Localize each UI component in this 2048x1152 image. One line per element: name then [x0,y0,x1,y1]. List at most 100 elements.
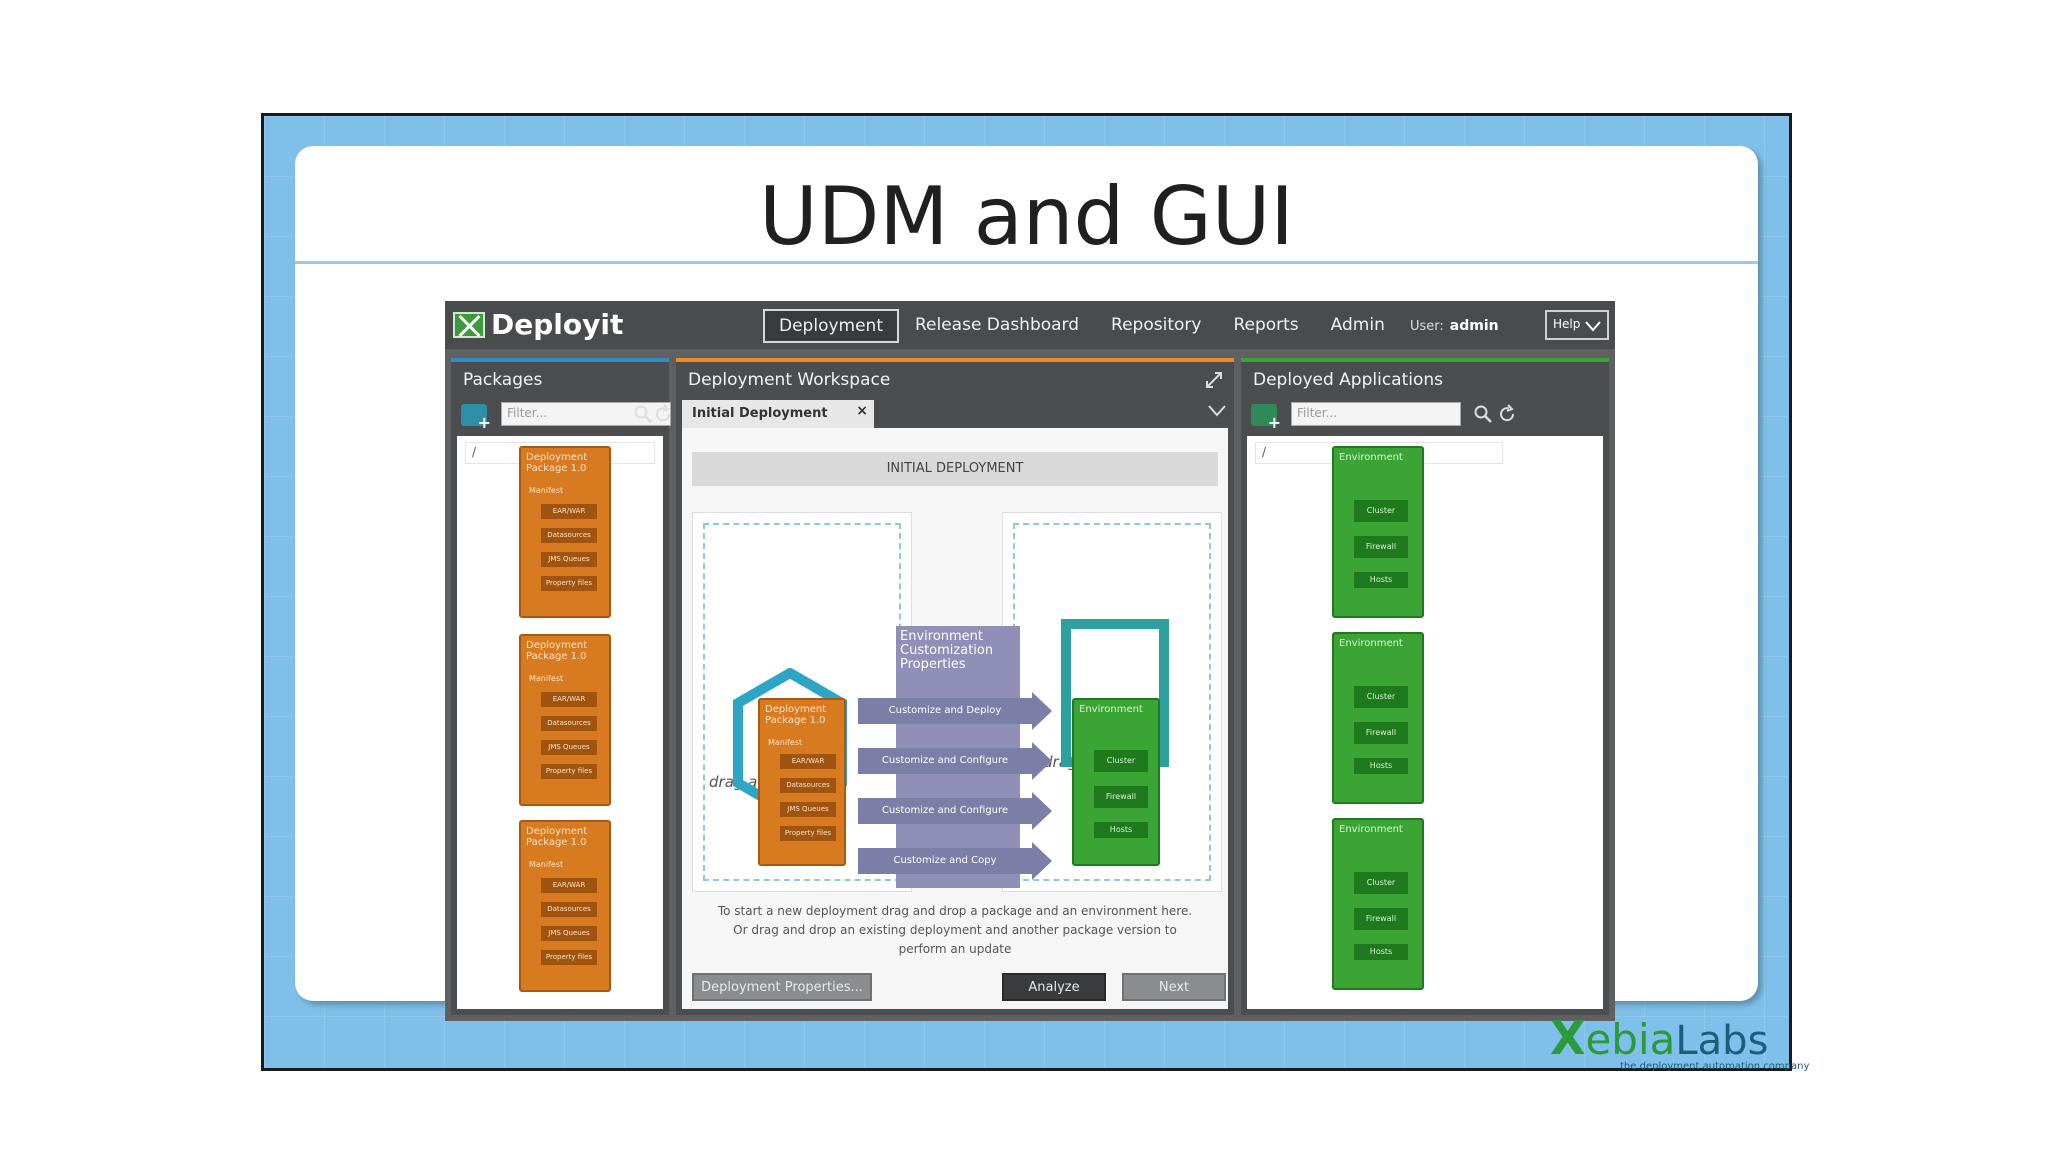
main-nav: Deployment Release Dashboard Repository … [763,309,1401,343]
slide-card: UDM and GUI Deployit Deployment Release … [295,146,1758,1021]
workspace-body: INITIAL DEPLOYMENT drag a package drag a… [682,428,1228,1009]
flow-arrow: Customize and Configure [858,742,1052,780]
package-row: JMS Queues [780,802,836,817]
package-manifest: Manifest [768,738,803,747]
add-package-icon[interactable] [461,404,491,432]
environment-row: Firewall [1094,786,1148,808]
workspace-instructions: To start a new deployment drag and drop … [692,902,1218,959]
package-title: Deployment Package 1.0 [765,704,827,726]
analyze-button[interactable]: Analyze [1002,973,1106,1001]
user-label: User: [1410,319,1444,334]
xebialabs-logo: XebiaLabs the deployment automation comp… [1550,1011,1809,1072]
nav-tab-admin[interactable]: Admin [1330,315,1385,335]
environment-row: Firewall [1354,536,1408,558]
environment-title: Environment [1339,452,1403,463]
flow-arrow: Customize and Configure [858,792,1052,830]
app-topbar: Deployit Deployment Release Dashboard Re… [445,301,1615,349]
package-manifest: Manifest [529,486,564,495]
package-row: Property files [541,950,597,965]
deployed-tree: / Environment Cluster Firewall Hosts Env… [1247,436,1603,1009]
deployment-properties-button[interactable]: Deployment Properties... [692,973,872,1001]
package-row: EAR/WAR [541,692,597,707]
brand-labs: Labs [1675,1018,1769,1064]
expand-icon[interactable] [1204,370,1224,390]
deployed-applications-panel: Deployed Applications Filter... / Enviro… [1241,358,1609,1015]
environment-row: Cluster [1094,750,1148,772]
user-name: admin [1449,318,1499,334]
deployed-applications-title: Deployed Applications [1253,370,1444,390]
refresh-icon[interactable] [1497,404,1517,424]
environment-card[interactable]: Environment Cluster Firewall Hosts [1332,818,1424,990]
package-card[interactable]: Deployment Package 1.0 Manifest EAR/WAR … [519,634,611,806]
environment-card[interactable]: Environment Cluster Firewall Hosts [1332,632,1424,804]
help-menu[interactable]: Help [1545,310,1609,340]
workspace-environment-card[interactable]: Environment Cluster Firewall Hosts [1072,698,1160,866]
package-row: Datasources [541,902,597,917]
workspace-header: INITIAL DEPLOYMENT [692,452,1218,486]
environment-row: Cluster [1354,872,1408,894]
package-row: JMS Queues [541,740,597,755]
nav-tab-repository[interactable]: Repository [1111,315,1202,335]
packages-title: Packages [463,370,543,390]
package-title: Deployment Package 1.0 [526,826,588,848]
package-row: EAR/WAR [780,754,836,769]
environment-row: Cluster [1354,500,1408,522]
nav-tab-deployment[interactable]: Deployment [763,309,899,343]
package-card[interactable]: Deployment Package 1.0 Manifest EAR/WAR … [519,820,611,992]
instructions-line: Or drag and drop an existing deployment … [733,923,1177,937]
package-row: Datasources [780,778,836,793]
brand-x: X [1550,1011,1586,1065]
deployed-toolbar: Filter... [1247,400,1603,432]
slide-title-bar: UDM and GUI [295,146,1758,264]
brand-ebia: ebia [1585,1015,1676,1064]
chevron-down-icon[interactable] [1208,404,1226,418]
package-row: JMS Queues [541,926,597,941]
nav-tab-reports[interactable]: Reports [1233,315,1299,335]
slide-frame: UDM and GUI Deployit Deployment Release … [261,113,1809,1072]
package-row: Datasources [541,716,597,731]
package-row: Property files [541,576,597,591]
environment-title: Environment [1079,704,1143,715]
environment-title: Environment [1339,638,1403,649]
package-card[interactable]: Deployment Package 1.0 Manifest EAR/WAR … [519,446,611,618]
package-row: Datasources [541,528,597,543]
workspace-title: Deployment Workspace [688,370,891,390]
tab-label: Initial Deployment [692,406,828,421]
package-row: EAR/WAR [541,878,597,893]
refresh-icon[interactable] [653,404,673,424]
package-row: JMS Queues [541,552,597,567]
environment-row: Hosts [1354,944,1408,960]
user-info: User: admin [1410,318,1499,334]
package-row: Property files [780,826,836,841]
environment-row: Cluster [1354,686,1408,708]
package-row: EAR/WAR [541,504,597,519]
search-icon[interactable] [1473,404,1493,424]
flow-arrow: Customize and Copy [858,842,1052,880]
brand-tagline: the deployment automation company [1620,1061,1810,1072]
package-manifest: Manifest [529,674,564,683]
close-tab-icon[interactable]: × [856,403,868,419]
instructions-line: perform an update [898,942,1012,956]
nav-tab-release-dashboard[interactable]: Release Dashboard [914,315,1080,335]
next-button[interactable]: Next [1122,973,1226,1001]
instructions-line: To start a new deployment drag and drop … [717,904,1193,918]
search-icon[interactable] [633,404,653,424]
help-label: Help [1553,317,1581,331]
workspace-panel: Deployment Workspace Initial Deployment … [676,358,1234,1015]
slide-title: UDM and GUI [759,170,1294,263]
tab-initial-deployment[interactable]: Initial Deployment × [682,400,874,428]
package-manifest: Manifest [529,860,564,869]
environment-row: Firewall [1354,908,1408,930]
environment-title: Environment [1339,824,1403,835]
package-title: Deployment Package 1.0 [526,640,588,662]
deployed-filter-input[interactable]: Filter... [1291,402,1461,426]
environment-row: Firewall [1354,722,1408,744]
add-environment-icon[interactable] [1251,404,1281,432]
customization-properties-title: Environment Customization Properties [900,629,994,672]
deployit-logo-icon [453,311,485,338]
environment-card[interactable]: Environment Cluster Firewall Hosts [1332,446,1424,618]
package-title: Deployment Package 1.0 [526,452,588,474]
workspace-package-card[interactable]: Deployment Package 1.0 Manifest EAR/WAR … [758,698,846,866]
environment-row: Hosts [1094,822,1148,838]
